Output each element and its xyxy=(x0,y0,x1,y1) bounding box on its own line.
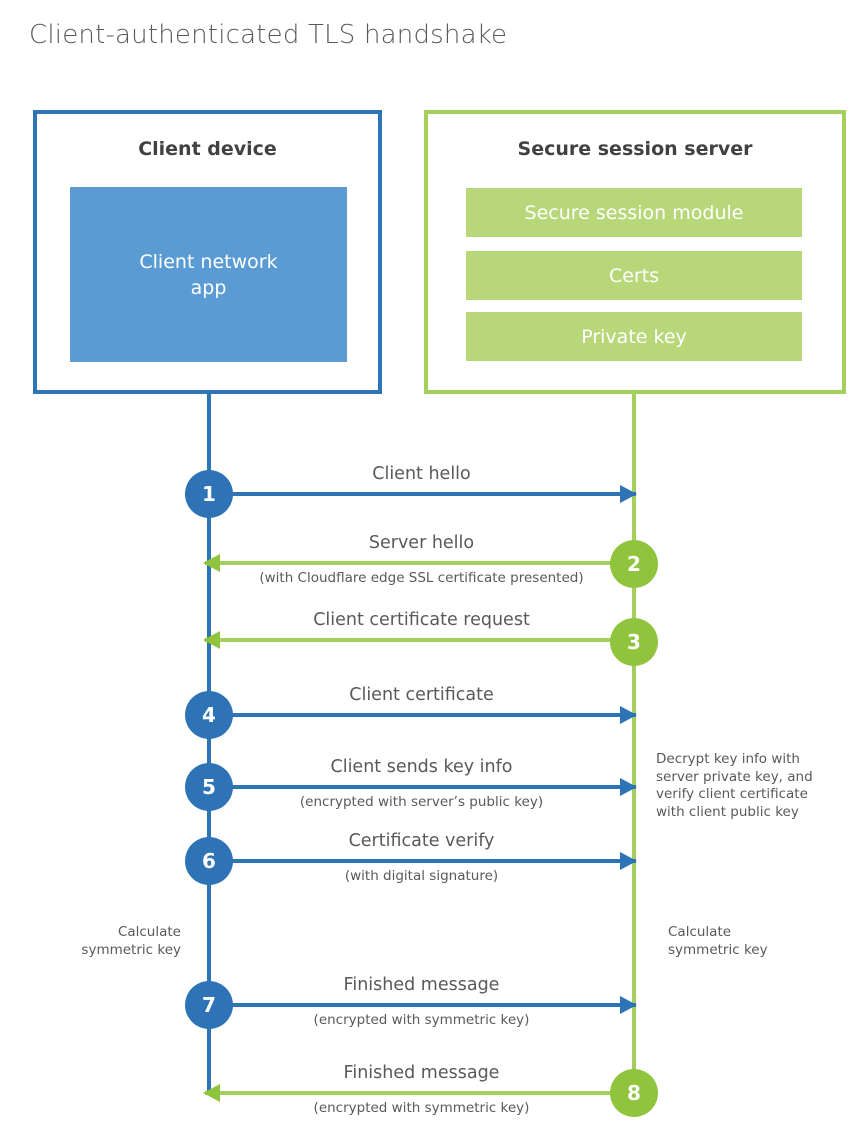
arrow-right xyxy=(209,785,636,789)
step-number-badge: 3 xyxy=(610,618,658,666)
arrow-right xyxy=(209,492,636,496)
message-sublabel: (encrypted with server’s public key) xyxy=(299,794,544,810)
arrowhead-left-icon xyxy=(203,1084,220,1102)
message-sublabel: (encrypted with symmetric key) xyxy=(313,1100,530,1116)
message-label: Finished message xyxy=(343,975,500,995)
step-number-badge: 7 xyxy=(185,981,233,1029)
message-sublabel: (with digital signature) xyxy=(344,868,499,884)
arrowhead-right-icon xyxy=(620,778,637,796)
arrowhead-left-icon xyxy=(203,554,220,572)
arrowhead-left-icon xyxy=(203,631,220,649)
step-number-badge: 2 xyxy=(610,540,658,588)
arrow-right xyxy=(209,859,636,863)
step-number-badge: 4 xyxy=(185,691,233,739)
page-title: Client-authenticated TLS handshake xyxy=(29,20,508,50)
message-label: Client hello xyxy=(372,464,471,484)
secure-session-server-title: Secure session server xyxy=(517,138,753,160)
message-label: Client sends key info xyxy=(330,757,513,777)
message-label: Client certificate request xyxy=(313,610,530,630)
client-device-box: Client device Client network app xyxy=(33,110,382,394)
server-module-secure-session-module: Secure session module xyxy=(466,188,802,237)
client-lifeline xyxy=(207,393,211,1091)
message-sublabel: (encrypted with symmetric key) xyxy=(313,1012,530,1028)
arrowhead-right-icon xyxy=(620,706,637,724)
client-network-app-box: Client network app xyxy=(70,187,347,362)
arrowhead-right-icon xyxy=(620,852,637,870)
message-label: Finished message xyxy=(343,1063,500,1083)
arrowhead-right-icon xyxy=(620,485,637,503)
step-number-badge: 8 xyxy=(610,1069,658,1117)
message-label: Client certificate xyxy=(349,685,494,705)
secure-session-server-box: Secure session server Secure session mod… xyxy=(424,110,846,394)
step-number-badge: 6 xyxy=(185,837,233,885)
arrow-left xyxy=(205,638,634,642)
server-lifeline xyxy=(632,394,636,1093)
client-calculate-symmetric-key-note: Calculate symmetric key xyxy=(81,924,181,958)
message-label: Certificate verify xyxy=(348,831,495,851)
step-number-badge: 5 xyxy=(185,763,233,811)
arrow-left xyxy=(205,1091,634,1095)
server-decrypt-note: Decrypt key info with server private key… xyxy=(656,751,813,820)
server-module-private-key: Private key xyxy=(466,312,802,361)
message-sublabel: (with Cloudflare edge SSL certificate pr… xyxy=(259,570,584,586)
client-device-title: Client device xyxy=(138,138,277,160)
step-number-badge: 1 xyxy=(185,470,233,518)
arrowhead-right-icon xyxy=(620,996,637,1014)
server-module-certs: Certs xyxy=(466,251,802,300)
server-calculate-symmetric-key-note: Calculate symmetric key xyxy=(668,924,768,958)
arrow-left xyxy=(205,561,634,565)
arrow-right xyxy=(209,713,636,717)
arrow-right xyxy=(209,1003,636,1007)
message-label: Server hello xyxy=(368,533,475,553)
